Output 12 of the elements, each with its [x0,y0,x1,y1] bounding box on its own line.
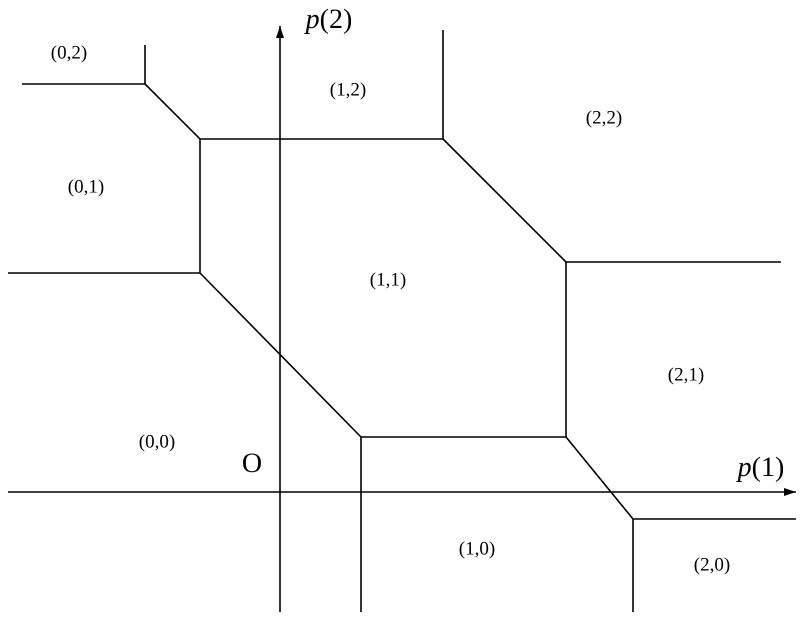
region-label: (0,1) [68,178,104,196]
region-label: (1,1) [370,270,406,290]
axis-label: p(2) [306,6,352,34]
region-label: (2,1) [668,366,704,384]
region-label: (2,2) [586,108,622,128]
axis-label: p(1) [738,454,784,482]
region-label: (1,0) [458,540,496,558]
region-label: (1,2) [330,80,366,100]
region-label: (2,0) [694,556,730,574]
region-label: (0,0) [138,432,176,452]
region-label: (0,2) [50,44,88,62]
origin-label: O [242,450,262,478]
